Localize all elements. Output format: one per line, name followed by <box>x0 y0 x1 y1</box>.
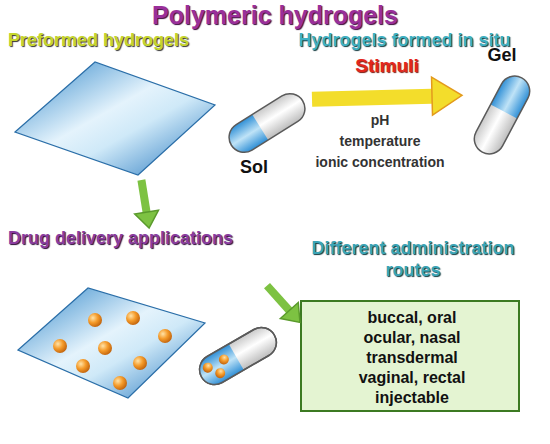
gel-vial: Gel <box>462 45 542 165</box>
drug-particle <box>213 366 227 380</box>
node-text: Drug delivery applications <box>8 228 233 250</box>
section-heading: Hydrogels formed in situ <box>262 30 547 51</box>
flow-arrow <box>141 180 146 212</box>
drug-particle <box>53 339 67 353</box>
administration-routes-box: Different administration routesbuccal, o… <box>300 300 520 412</box>
drug-particle <box>217 353 231 367</box>
vial-outline <box>223 88 310 158</box>
drug-particles <box>53 311 172 390</box>
node-text: Preformed hydrogels <box>8 30 189 52</box>
drug-delivery-group: Drug delivery applications <box>5 228 267 420</box>
drug-particle <box>201 361 215 375</box>
diagram-title: Polymeric hydrogels <box>0 1 550 30</box>
node-heading: Different administration routes <box>288 238 538 281</box>
preformed-hydrogel-sheet: Preformed hydrogels <box>5 30 225 180</box>
drug-particle <box>158 329 172 343</box>
loaded-vial <box>192 322 281 391</box>
vial-liquid <box>194 344 244 390</box>
vial-outline <box>194 322 282 390</box>
drug-particle <box>113 376 127 390</box>
drug-particle <box>76 359 90 373</box>
edge-label: Stimuli <box>327 55 447 77</box>
node-outline <box>5 30 225 180</box>
hydrogel-sheet <box>15 62 215 175</box>
flow-arrow <box>267 286 289 311</box>
vial-liquid <box>223 115 268 158</box>
loaded-hydrogel-sheet <box>18 288 205 398</box>
vial <box>469 69 536 159</box>
node-text: buccal, oral ocular, nasal transdermal v… <box>344 308 480 408</box>
node-text: Sol <box>240 157 268 179</box>
drug-particle <box>98 341 112 355</box>
vial-liquid <box>491 71 535 119</box>
vial <box>222 88 311 159</box>
drug-particle <box>133 356 147 370</box>
drug-particle <box>126 311 140 325</box>
sol-vial: Sol <box>222 85 312 180</box>
vial-outline <box>469 71 535 159</box>
stimulus-label: ionic concentration <box>295 154 465 170</box>
stimulus-label: temperature <box>295 133 465 149</box>
stimulus-label: pH <box>295 112 465 128</box>
stimuli-arrow <box>312 96 432 99</box>
drug-particle <box>88 313 102 327</box>
